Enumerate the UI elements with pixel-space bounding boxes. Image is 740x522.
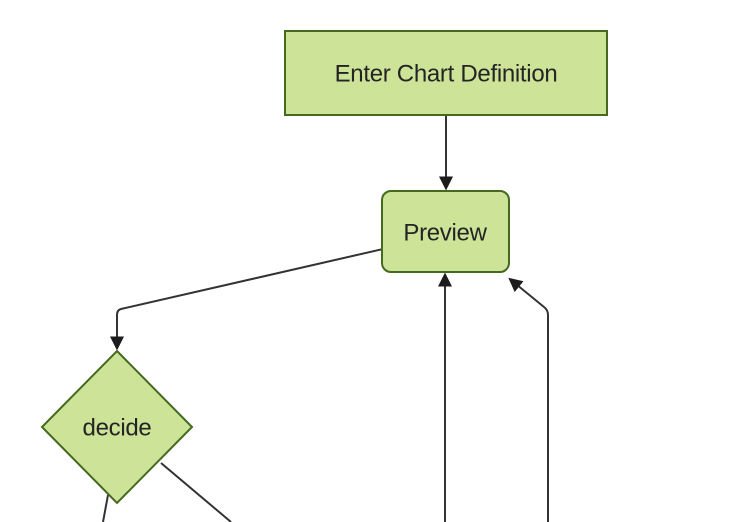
edge-decide-to-offscreen-bottom-left <box>102 494 109 522</box>
edge-preview-to-decide <box>110 248 384 351</box>
edge-decide-to-offscreen-bottom-right <box>160 462 232 522</box>
node-preview: Preview <box>381 190 510 273</box>
node-preview-shape <box>381 190 510 273</box>
node-enter-chart-definition-label: Enter Chart Definition <box>335 61 558 88</box>
node-preview-label: Preview <box>403 220 487 247</box>
node-decide: decide <box>40 349 194 505</box>
node-decide-label: decide <box>83 415 152 442</box>
edge-offscreen-bottom-right-to-preview <box>508 277 549 522</box>
node-decide-shape <box>40 349 194 505</box>
node-enter-chart-definition-shape <box>284 30 608 116</box>
node-enter-chart-definition: Enter Chart Definition <box>284 30 608 116</box>
